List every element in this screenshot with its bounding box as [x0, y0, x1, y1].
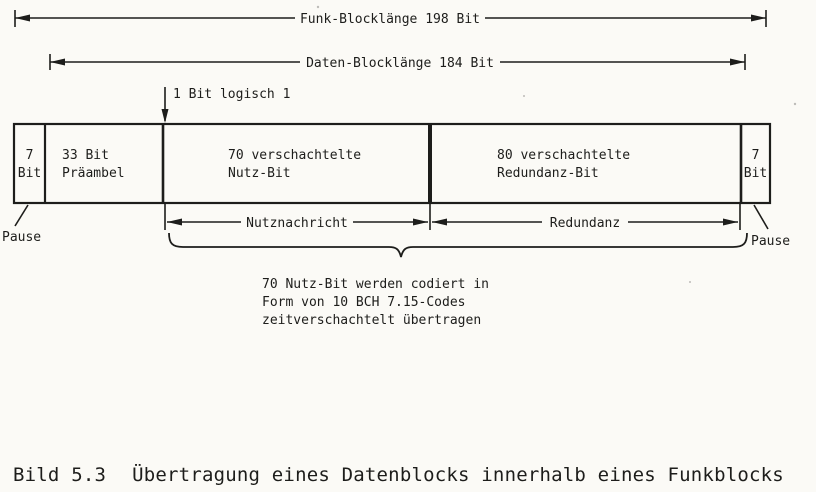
arrowhead-right-icon: [723, 218, 738, 226]
note-line: 70 Nutz-Bit werden codiert in: [262, 277, 489, 292]
nutznachricht-label: Nutznachricht: [246, 216, 348, 231]
coding-note: 70 Nutz-Bit werden codiert in Form von 1…: [262, 277, 489, 328]
segment-label: Redundanz-Bit: [497, 166, 599, 181]
label-mask: [241, 214, 353, 230]
figure-title: Übertragung eines Datenblocks innerhalb …: [132, 464, 784, 486]
segment-redundanz-bit: 80 verschachtelte Redundanz-Bit: [497, 148, 630, 181]
bit-marker-label: 1 Bit logisch 1: [173, 87, 290, 102]
block-outline: [12, 122, 772, 205]
label-mask: [300, 54, 500, 70]
arrowhead-right-icon: [413, 218, 428, 226]
funk-dimension-label: Funk-Blocklänge 198 Bit: [300, 12, 480, 27]
pause-label-right: Pause: [751, 234, 790, 249]
label-mask: [295, 10, 485, 26]
segment-label: 80 verschachtelte: [497, 148, 630, 163]
note-line: zeitverschachtelt übertragen: [262, 313, 481, 328]
redundanz-dimension: Redundanz: [432, 214, 738, 231]
figure-caption: Bild 5.3 Übertragung eines Datenblocks in…: [13, 464, 784, 486]
nutznachricht-dimension: Nutznachricht: [167, 214, 428, 231]
funk-dimension: Funk-Blocklänge 198 Bit: [14, 10, 767, 27]
callout-line: [753, 204, 769, 230]
segment-label: Nutz-Bit: [228, 166, 291, 181]
segment-label: Bit: [18, 166, 41, 181]
segment-nutz-bit: 70 verschachtelte Nutz-Bit: [228, 148, 361, 181]
pause-label-left: Pause: [2, 230, 41, 245]
figure-number: Bild 5.3: [13, 464, 107, 486]
block-diagram: Funk-Blocklänge 198 Bit Daten-Blocklänge…: [2, 5, 797, 328]
callout-line: [14, 204, 29, 227]
label-mask: [542, 214, 628, 230]
arrowhead-left-icon: [432, 218, 447, 226]
brace: [168, 232, 748, 258]
arrowhead-right-icon: [751, 14, 766, 22]
segment-label: 33 Bit: [62, 148, 109, 163]
segment-label: 7: [26, 148, 34, 163]
daten-dimension-label: Daten-Blocklänge 184 Bit: [306, 56, 494, 71]
bit-marker: 1 Bit logisch 1: [161, 87, 290, 123]
segment-label: 7: [752, 148, 760, 163]
segment-praeambel: 33 Bit Präambel: [62, 148, 125, 181]
scan-speck: [523, 95, 525, 97]
arrowhead-down-icon: [161, 109, 169, 123]
segment-pause-right: 7 Bit: [744, 148, 767, 181]
segment-label: Präambel: [62, 166, 125, 181]
segment-label: Bit: [744, 166, 767, 181]
arrowhead-left-icon: [15, 14, 30, 22]
scan-speck: [793, 102, 797, 106]
arrowhead-left-icon: [167, 218, 182, 226]
redundanz-label: Redundanz: [550, 216, 620, 231]
pause-callout-left: Pause: [2, 204, 41, 245]
scan-speck: [316, 5, 320, 9]
segment-pause-left: 7 Bit: [18, 148, 41, 181]
daten-dimension: Daten-Blocklänge 184 Bit: [49, 54, 746, 71]
scan-speck: [689, 281, 691, 283]
arrowhead-right-icon: [730, 58, 745, 66]
note-line: Form von 10 BCH 7.15-Codes: [262, 295, 466, 310]
pause-callout-right: Pause: [751, 204, 790, 249]
segment-label: 70 verschachtelte: [228, 148, 361, 163]
arrowhead-left-icon: [50, 58, 65, 66]
frame-block: 7 Bit 33 Bit Präambel 70 verschachtelte …: [12, 122, 772, 205]
